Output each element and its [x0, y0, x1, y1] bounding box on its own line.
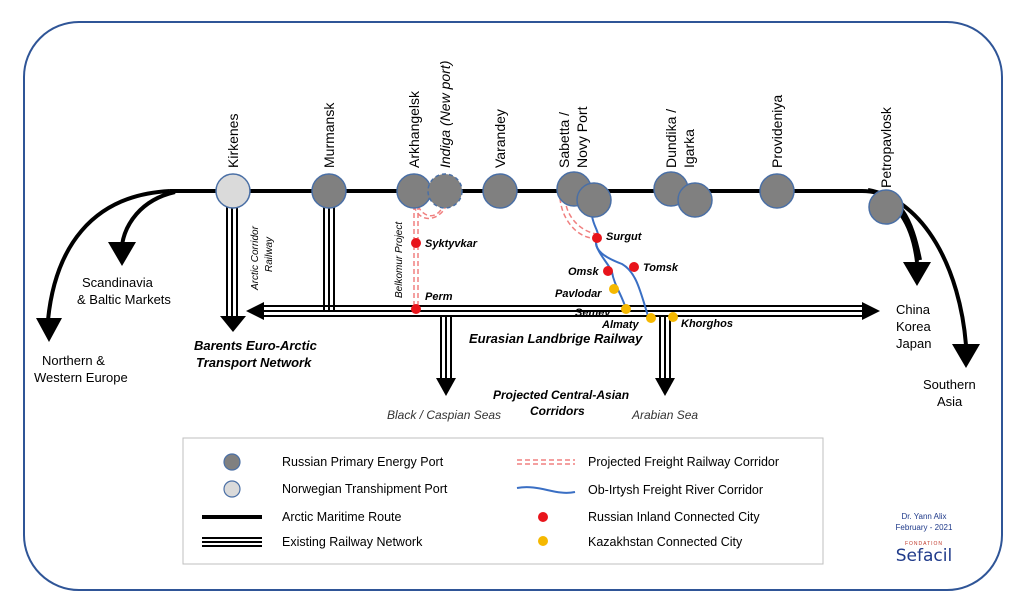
label-arctic-corridor-1: Arctic Corridor	[250, 225, 261, 291]
label-northern-europe-1: Northern &	[42, 353, 105, 368]
port-novy	[576, 182, 612, 218]
port-arkhangelsk	[396, 173, 432, 209]
label-pavlodar: Pavlodar	[555, 288, 602, 300]
label-indiga: Indiga (New port)	[437, 61, 453, 168]
label-black-caspian: Black / Caspian Seas	[387, 408, 501, 422]
label-belkomur: Belkomur Project	[394, 221, 405, 298]
label-provideniya: Provideniya	[769, 95, 785, 168]
label-varandey: Varandey	[492, 109, 508, 168]
label-japan: Japan	[896, 336, 931, 351]
logo-sefacil: Sefacil	[895, 546, 953, 566]
legend-norwegian-port-swatch	[223, 480, 241, 498]
legend-kazakh-city-swatch	[538, 536, 548, 546]
legend-russian-port-swatch	[223, 453, 241, 471]
label-perm: Perm	[425, 291, 453, 303]
city-khorghos	[668, 312, 678, 322]
label-syktyvkar: Syktyvkar	[425, 238, 478, 250]
port-markers	[215, 171, 904, 225]
credit-date: February - 2021	[895, 523, 953, 532]
legend-river-swatch	[516, 486, 576, 494]
logo-fondation: FONDATION	[904, 541, 944, 547]
legend-label-norwegian-port: Norwegian Transhipment Port	[282, 482, 448, 496]
label-barents-2: Transport Network	[196, 355, 312, 370]
arrow-east-asia	[903, 262, 931, 286]
label-sabetta-1: Sabetta /	[556, 112, 572, 168]
city-almaty	[646, 313, 656, 323]
label-tomsk: Tomsk	[643, 262, 679, 274]
city-markers	[411, 233, 678, 323]
port-indiga	[427, 173, 463, 209]
route-to-scandinavia	[120, 190, 176, 246]
city-tomsk	[629, 262, 639, 272]
city-semev	[621, 304, 631, 314]
label-almaty: Almaty	[601, 319, 640, 331]
label-semev: Semev	[575, 307, 611, 319]
label-asia: Asia	[937, 394, 963, 409]
credit-author: Dr. Yann Alix	[901, 512, 947, 521]
legend-projected-swatch	[517, 459, 575, 465]
label-southern: Southern	[923, 377, 976, 392]
label-korea: Korea	[896, 319, 931, 334]
label-scandinavia-2: & Baltic Markets	[77, 292, 171, 307]
label-central-asian-1: Projected Central-Asian	[493, 388, 629, 402]
credit: Dr. Yann Alix February - 2021	[884, 511, 964, 533]
legend-label-russian-city: Russian Inland Connected City	[588, 510, 760, 524]
arrow-northern-europe	[36, 318, 62, 342]
arrow-west-rail	[246, 302, 264, 320]
label-northern-europe-2: Western Europe	[34, 370, 128, 385]
port-murmansk	[311, 173, 347, 209]
legend-label-arctic-route: Arctic Maritime Route	[282, 510, 402, 524]
legend-label-railway: Existing Railway Network	[282, 535, 423, 549]
port-varandey	[482, 173, 518, 209]
existing-railway-network	[226, 205, 862, 378]
city-perm	[411, 304, 421, 314]
arrow-south-asia	[952, 344, 980, 368]
label-arabian-sea: Arabian Sea	[631, 408, 698, 422]
city-surgut	[592, 233, 602, 243]
legend-label-river: Ob-Irtysh Freight River Corridor	[588, 483, 763, 497]
label-dundika-1: Dundika /	[663, 109, 679, 168]
city-syktyvkar	[411, 238, 421, 248]
label-omsk: Omsk	[568, 266, 599, 278]
arrow-black-caspian	[436, 378, 456, 396]
port-petropavlosk	[868, 189, 904, 225]
label-sabetta-2: Novy Port	[574, 106, 590, 168]
legend: Russian Primary Energy Port Norwegian Tr…	[182, 437, 824, 565]
label-petropavlosk: Petropavlosk	[878, 106, 894, 188]
label-kirkenes: Kirkenes	[225, 114, 241, 168]
arrow-arabian-sea	[655, 378, 675, 396]
label-surgut: Surgut	[606, 231, 643, 243]
label-central-asian-2: Corridors	[530, 404, 585, 418]
label-barents-1: Barents Euro-Arctic	[194, 338, 318, 353]
legend-railway-swatch	[202, 537, 262, 547]
label-khorghos: Khorghos	[681, 318, 733, 330]
legend-label-projected: Projected Freight Railway Corridor	[588, 455, 779, 469]
city-omsk	[603, 266, 613, 276]
label-murmansk: Murmansk	[321, 102, 337, 168]
label-arctic-corridor-2: Railway	[264, 236, 275, 272]
arrow-scandinavia	[108, 242, 136, 266]
port-kirkenes	[215, 173, 251, 209]
label-china: China	[896, 302, 931, 317]
label-eurasian: Eurasian Landbrige Railway	[469, 331, 643, 346]
arrow-barents	[220, 316, 246, 332]
legend-label-kazakh-city: Kazakhstan Connected City	[588, 535, 743, 549]
city-pavlodar	[609, 284, 619, 294]
arrow-east-rail	[862, 302, 880, 320]
label-dundika-2: Igarka	[681, 129, 697, 168]
port-provideniya	[759, 173, 795, 209]
port-igarka	[677, 182, 713, 218]
label-scandinavia-1: Scandinavia	[82, 275, 154, 290]
legend-russian-city-swatch	[538, 512, 548, 522]
route-to-northern-europe	[46, 189, 171, 321]
legend-label-russian-port: Russian Primary Energy Port	[282, 455, 444, 469]
label-arkhangelsk: Arkhangelsk	[406, 90, 422, 168]
